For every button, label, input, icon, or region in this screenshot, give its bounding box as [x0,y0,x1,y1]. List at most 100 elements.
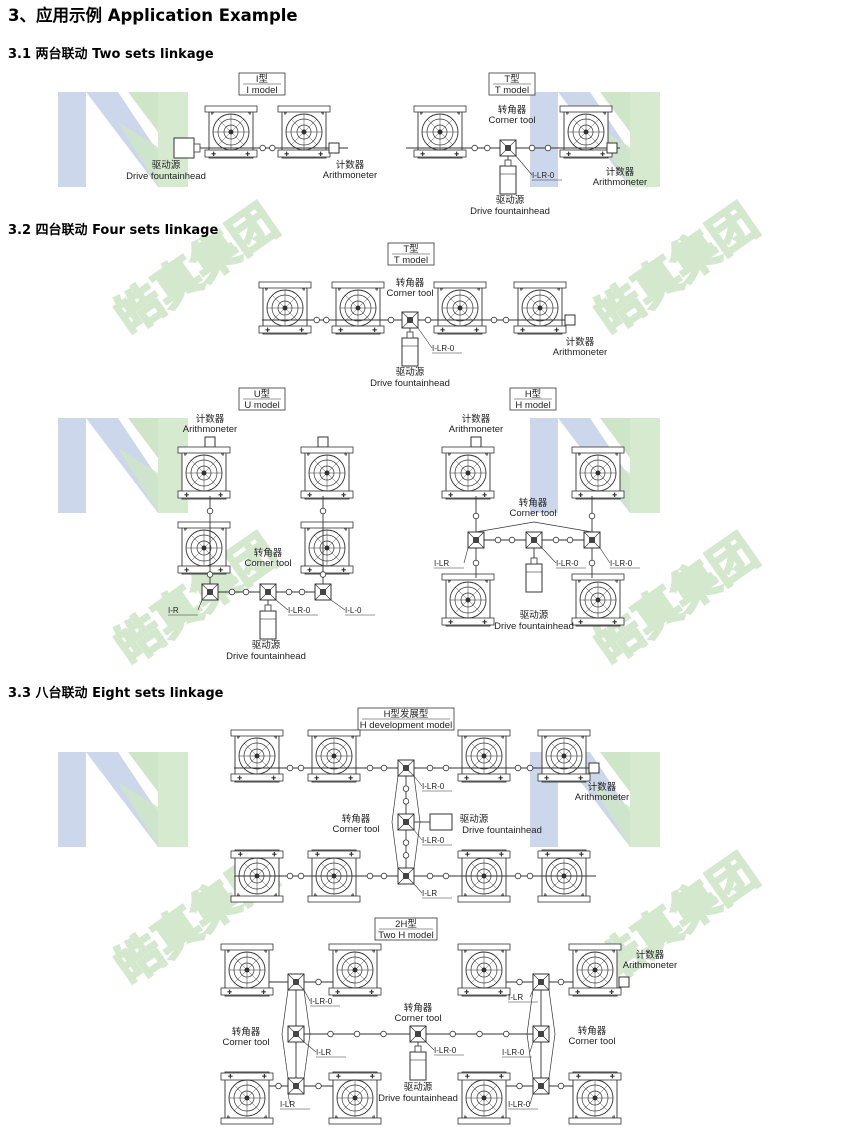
jack-unit [258,281,312,335]
coupling [442,764,450,772]
t-corner-cn: 转角器 [498,104,527,116]
coupling [503,1030,510,1038]
h-corner-cn: 转角器 [519,497,548,509]
hd-tag-lr0-mid: I-LR-0 [422,836,445,845]
logo-bar-right [118,752,188,847]
coupling [319,571,327,578]
hd-drive-en: Drive fountainhead [462,825,542,836]
coupling [402,839,410,846]
t-corner-tool [499,139,517,157]
coupling [526,872,534,880]
h-counter-en: Arithmoneter [449,424,503,435]
jack-unit [441,446,495,500]
jack-unit [441,573,495,627]
coupling [259,144,266,152]
jack-unit [220,943,274,997]
coupling [490,316,498,324]
coupling [426,872,434,880]
logo-bar-left [58,418,86,513]
coupling [588,559,596,567]
jack-unit [568,1071,622,1125]
coupling [442,872,450,880]
t-drive-motor [499,159,517,195]
coupling [228,588,236,596]
u-tag-lr0-leader [275,599,289,611]
jack-unit [559,105,613,159]
h2-right-corner-cn: 转角器 [578,1025,607,1037]
t4-corner-cn: 转角器 [396,277,425,289]
h-corner-left [467,531,485,549]
t4-drive-en: Drive fountainhead [370,378,450,389]
u-counter-en: Arithmoneter [183,424,237,435]
coupling [476,1030,483,1038]
t4-model-title-cn: T型 [403,244,419,255]
coupling [426,764,434,772]
logo-bar-left [58,92,86,187]
h2-mid-corner-en: Corner tool [395,1013,442,1024]
hd-corner-bottom [397,867,415,885]
coupling [327,1030,334,1038]
t4-tag-lr0-leader [417,327,433,349]
jack-unit [331,281,385,335]
coupling [297,764,305,772]
h-counter [470,436,482,448]
coupling [319,507,327,515]
h2-counter [618,976,630,988]
coupling [380,1030,387,1038]
coupling [514,872,522,880]
h2-tag-lr0-c-leader [529,1041,534,1053]
coupling [323,316,330,324]
hd-tag-lr0-mid-leader [413,829,423,841]
u-corner-left [201,583,219,601]
t4-counter-en: Arithmoneter [553,347,607,358]
coupling [366,872,374,880]
hd-corner-cn: 转角器 [342,813,371,825]
coupling [387,316,395,324]
i-drive-flange [193,143,201,153]
i-model-title-cn: I型 [256,74,269,85]
h2-tag-lr0-b-leader [425,1041,435,1051]
h2-mid-corner-cn: 转角器 [404,1002,433,1014]
h2-left-corner-cn: 转角器 [232,1026,261,1038]
t-model-title-cn: T型 [504,74,520,85]
i-counter-en: Arithmoneter [323,170,377,181]
h-drive-en: Drive fountainhead [494,621,574,632]
h2-tag-lr-b: I-LR [316,1048,331,1057]
logo-watermark [58,418,188,513]
h-tag-lr: I-LR [434,559,449,568]
coupling [552,536,560,544]
jack-unit [537,729,591,783]
coupling [286,872,294,880]
coupling [275,1082,282,1090]
u-model-title-en: U model [244,400,279,411]
logo-bar-left [530,418,558,513]
h-corner-mid [525,531,543,549]
h-tag-lr-leader [463,547,469,564]
logo-bar-right-top [600,752,630,792]
logo-diagonal [86,418,158,513]
hd-tag-lr0-top: I-LR-0 [422,782,445,791]
h2-counter-en: Arithmoneter [623,960,677,971]
coupling [285,588,293,596]
logo-bar-right [118,418,188,513]
h2-tag-lr0-b: I-LR-0 [434,1046,457,1055]
i-counter [328,142,340,154]
logo-bar-right-top [128,92,158,132]
logo-bar-right [590,418,660,513]
hd-brace-left [391,775,399,869]
jack-unit [177,521,231,575]
h-tag-lr0-leader [541,547,557,564]
hd-tag-lr-bottom: I-LR [422,889,437,898]
u-tag-r-leader [197,599,203,611]
coupling [298,588,306,596]
h2-tag-lr0-c: I-LR-0 [502,1048,525,1057]
u-counter-left [204,436,216,448]
coupling [508,536,516,544]
h-drive-cn: 驱动源 [520,610,549,621]
hd-corner-en: Corner tool [333,824,380,835]
jack-unit [328,1071,382,1125]
jack-unit [571,446,625,500]
coupling [402,785,410,792]
